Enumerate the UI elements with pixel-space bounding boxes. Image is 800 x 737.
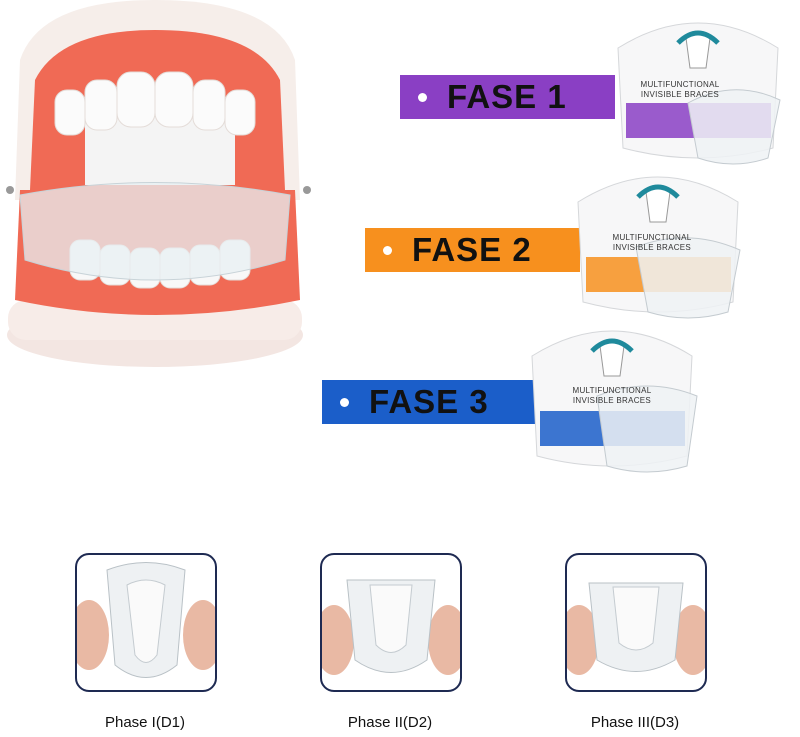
dental-model-image — [6, 0, 311, 367]
mouthguard-in-fingers-image — [322, 579, 460, 675]
bullet-dot — [383, 245, 392, 255]
mouthguard-in-fingers-image — [77, 562, 215, 678]
phase-1-caption: Phase I(D1) — [104, 714, 186, 731]
phase-1-thumbnail — [75, 553, 217, 692]
bullet-dot — [418, 92, 427, 102]
phase-3-text: FASE 3 — [369, 383, 489, 420]
phase-2-text: FASE 2 — [412, 231, 532, 268]
phase-3-box-image — [531, 330, 698, 473]
phase-2-thumbnail — [320, 553, 462, 692]
phase-1-text: FASE 1 — [447, 78, 567, 115]
phase-2-label: FASE 2 — [365, 228, 580, 272]
phase-1-label: FASE 1 — [400, 75, 615, 119]
phase-1-box-logo-text: MULTIFUNCTIONAL INVISIBLE BRACES — [640, 80, 720, 99]
phase-1-box-image — [617, 22, 781, 165]
phase-2-caption: Phase II(D2) — [347, 714, 433, 731]
mouthguard-in-fingers-image — [567, 582, 705, 675]
phase-3-thumbnail — [565, 553, 707, 692]
bullet-dot — [340, 397, 349, 407]
phase-3-label: FASE 3 — [322, 380, 540, 424]
phase-3-box-logo-text: MULTIFUNCTIONAL INVISIBLE BRACES — [572, 386, 652, 405]
phase-2-box-logo-text: MULTIFUNCTIONAL INVISIBLE BRACES — [612, 233, 692, 252]
phase-3-caption: Phase III(D3) — [590, 714, 680, 731]
phase-2-box-image — [577, 176, 741, 319]
